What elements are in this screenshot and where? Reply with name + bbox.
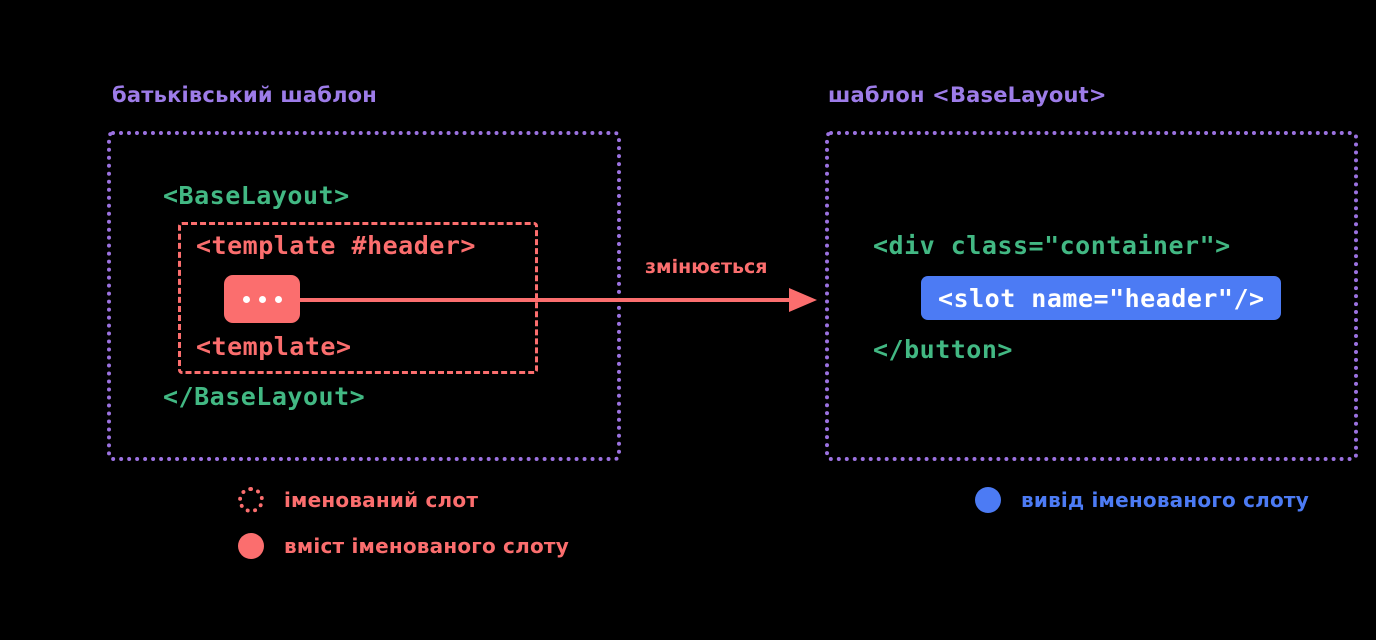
legend-label-slot-content: вміст іменованого слоту <box>284 534 569 558</box>
ellipsis-dot-3 <box>274 295 282 303</box>
connector-arrow-label: змінюється <box>645 256 768 278</box>
code-template-close-tag: <template> <box>196 332 352 361</box>
legend-label-slot-output: вивід іменованого слоту <box>1021 488 1309 512</box>
code-baselayout-close-tag: </BaseLayout> <box>163 382 366 411</box>
code-div-close-tag: </button> <box>873 335 1013 364</box>
ellipsis-dot-1 <box>242 295 250 303</box>
legend-item-named-slot: іменований слот <box>238 487 478 513</box>
parent-template-panel <box>107 131 621 461</box>
legend-label-named-slot: іменований слот <box>284 488 479 512</box>
code-baselayout-open-tag: <BaseLayout> <box>163 181 350 210</box>
filled-circle-red-icon <box>238 533 264 559</box>
filled-circle-blue-icon <box>975 487 1001 513</box>
code-template-open-tag: <template #header> <box>196 231 476 260</box>
slot-output-chip: <slot name="header"/> <box>921 276 1281 320</box>
ellipsis-dot-2 <box>258 295 266 303</box>
baselayout-template-panel <box>825 131 1358 461</box>
slot-content-chip <box>224 275 300 323</box>
legend-item-slot-content: вміст іменованого слоту <box>238 533 569 559</box>
code-div-open-tag: <div class="container"> <box>873 231 1231 260</box>
right-panel-title: шаблон <BaseLayout> <box>828 83 1107 107</box>
code-slot-output-tag: <slot name="header"/> <box>938 283 1265 313</box>
legend-item-slot-output: вивід іменованого слоту <box>975 487 1309 513</box>
left-panel-title: батьківський шаблон <box>112 83 377 107</box>
dashed-circle-icon <box>238 487 264 513</box>
